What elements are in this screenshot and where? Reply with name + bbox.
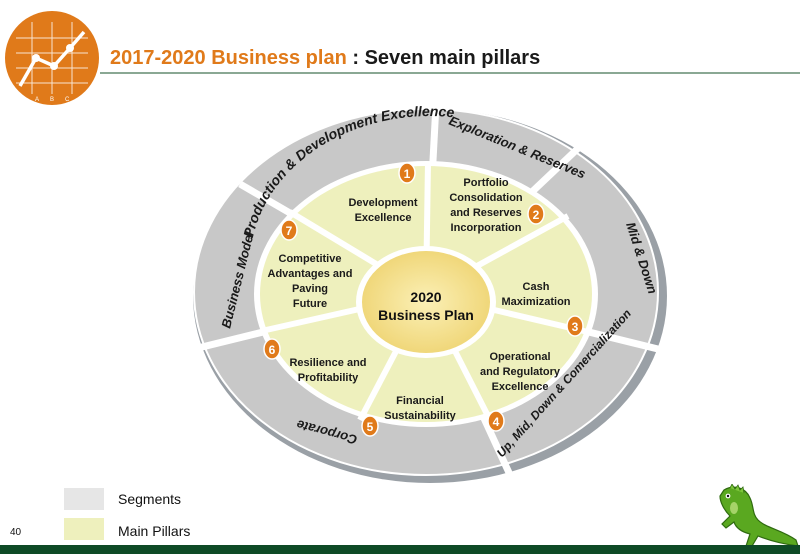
center-title-line1: 2020 — [410, 289, 441, 305]
page-title-rest: : Seven main pillars — [346, 47, 541, 69]
page-title: 2017-2020 Business plan : Seven main pil… — [110, 47, 540, 70]
page-title-highlight: 2017-2020 Business plan — [110, 47, 347, 69]
pillar-7-number: 7 — [286, 224, 293, 238]
pillar-7-text-line: Advantages and — [268, 268, 353, 280]
pillar-7-text-line: Competitive — [279, 253, 342, 265]
pillar-4-badge — [487, 410, 505, 432]
pillar-7-badge — [280, 219, 298, 241]
pillar-6-badge — [263, 338, 281, 360]
pillar-2-number: 2 — [533, 208, 540, 222]
legend-segments-label: Segments — [118, 491, 182, 507]
pillar-5-badge — [361, 415, 379, 437]
pillar-5-text-line: Sustainability — [384, 410, 456, 422]
pillar-2-text-line: Consolidation — [449, 192, 523, 204]
pillar-1-text-line: Development — [348, 197, 417, 209]
footer-bar — [0, 545, 800, 554]
pillar-1-number: 1 — [404, 167, 411, 181]
pillar-4-text-line: and Regulatory — [480, 366, 561, 378]
pillar-7-text-line: Paving — [292, 283, 328, 295]
pillar-6-text-line: Resilience and — [289, 357, 366, 369]
pillar-3-text-line: Maximization — [501, 296, 570, 308]
pillars-diagram: 2020 Business Plan Production & Developm… — [190, 104, 667, 488]
center-hub — [362, 251, 490, 353]
logo-letter: A — [35, 97, 39, 103]
legend-pillars-swatch — [64, 518, 104, 540]
pillar-1-badge — [398, 162, 416, 184]
pillar-6-text-line: Profitability — [298, 372, 359, 384]
center-title-line2: Business Plan — [378, 307, 474, 323]
pillar-3-badge — [566, 315, 584, 337]
company-logo: A B C — [5, 11, 99, 105]
pillar-3-number: 3 — [572, 320, 579, 334]
pillar-5-number: 5 — [367, 420, 374, 434]
pillar-5-text-line: Financial — [396, 395, 444, 407]
legend-pillars-label: Main Pillars — [118, 523, 191, 539]
pillar-2-text-line: Portfolio — [463, 177, 508, 189]
pillar-4-text-line: Excellence — [492, 381, 549, 393]
title-divider — [100, 72, 800, 74]
pillar-2-text-line: Incorporation — [451, 222, 522, 234]
pillar-2-badge — [527, 203, 545, 225]
iguana-mascot-image — [719, 484, 799, 547]
pillar-7-text-line: Future — [293, 298, 327, 310]
pillar-3-text-line: Cash — [523, 281, 550, 293]
pillar-4-number: 4 — [493, 415, 500, 429]
logo-letter: B — [50, 97, 54, 103]
legend-segments-swatch — [64, 488, 104, 510]
pillar-1-text-line: Excellence — [355, 212, 412, 224]
page-number: 40 — [10, 527, 22, 538]
pillar-2-text-line: and Reserves — [450, 207, 522, 219]
logo-letter: C — [65, 97, 70, 103]
pillar-4-text-line: Operational — [489, 351, 550, 363]
pillar-6-number: 6 — [269, 343, 276, 357]
